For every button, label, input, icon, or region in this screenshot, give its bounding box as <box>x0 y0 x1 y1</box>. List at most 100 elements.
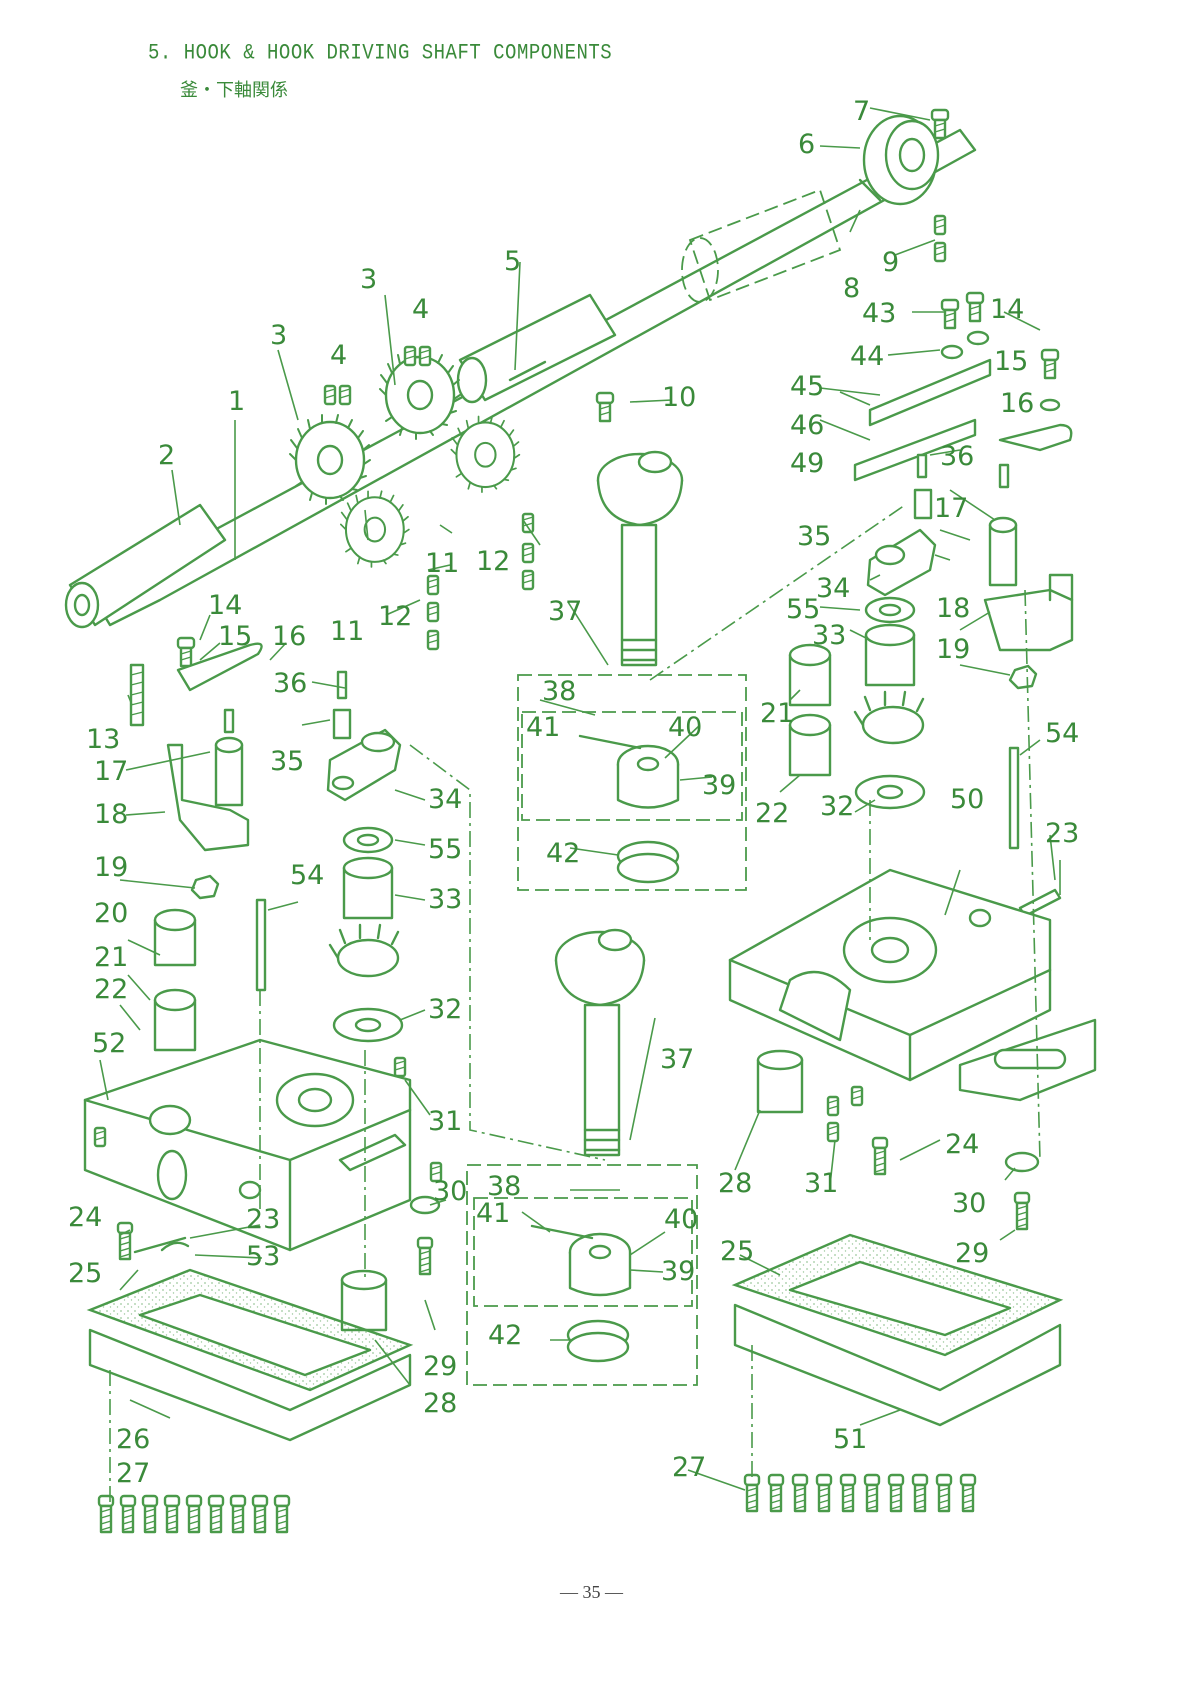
callout-17-right: 17 <box>934 493 968 524</box>
callout-42-upper: 42 <box>546 838 580 869</box>
callout-4-right: 4 <box>412 294 429 325</box>
gear-11-left <box>339 490 410 568</box>
callout-23-right: 23 <box>1045 818 1079 849</box>
callout-53: 53 <box>246 1241 280 1272</box>
spring-plate-16-left <box>176 642 263 692</box>
callout-27-left: 27 <box>116 1458 150 1489</box>
callout-3-right: 3 <box>360 264 377 295</box>
callout-28-right: 28 <box>718 1168 752 1199</box>
callout-44: 44 <box>850 341 884 372</box>
hook-assembly-lower <box>554 928 646 1157</box>
hook-detail-box-upper <box>517 674 747 891</box>
callout-29-right: 29 <box>955 1238 989 1269</box>
callout-1: 1 <box>228 386 245 417</box>
gasket-25-right <box>731 1233 1064 1357</box>
hook-base-housing-right <box>728 868 1097 1102</box>
callout-38-upper: 38 <box>542 676 576 707</box>
callout-11-left: 11 <box>330 616 364 647</box>
callout-24-left: 24 <box>68 1202 102 1233</box>
callout-21-right: 21 <box>760 698 794 729</box>
callout-15-right: 15 <box>994 346 1028 377</box>
callout-30-left: 30 <box>433 1176 467 1207</box>
hook-detail-box-lower <box>466 1164 698 1386</box>
callout-40-upper: 40 <box>668 712 702 743</box>
callout-12-left: 12 <box>378 601 412 632</box>
callout-12-right: 12 <box>476 546 510 577</box>
callout-10: 10 <box>662 382 696 413</box>
callout-26: 26 <box>116 1424 150 1455</box>
callout-19-right: 19 <box>936 634 970 665</box>
callout-35-left: 35 <box>270 746 304 777</box>
callout-32-right: 32 <box>820 791 854 822</box>
callout-2: 2 <box>158 440 175 471</box>
callout-41-lower: 41 <box>476 1198 510 1229</box>
callout-50: 50 <box>950 784 984 815</box>
callout-37-lower: 37 <box>660 1044 694 1075</box>
callout-16-right: 16 <box>1000 388 1034 419</box>
callout-24-right: 24 <box>945 1129 979 1160</box>
callout-21-left: 21 <box>94 942 128 973</box>
hook-base-housing-left <box>83 1038 412 1252</box>
callout-18-right: 18 <box>936 593 970 624</box>
callout-55-right: 55 <box>786 594 820 625</box>
callout-22-left: 22 <box>94 974 128 1005</box>
callout-25-left: 25 <box>68 1258 102 1289</box>
callout-39-lower: 39 <box>661 1256 695 1287</box>
callout-6: 6 <box>798 129 815 160</box>
callout-19-left: 19 <box>94 852 128 883</box>
callout-42-lower: 42 <box>488 1320 522 1351</box>
callout-46: 46 <box>790 410 824 441</box>
callout-33-left: 33 <box>428 884 462 915</box>
callout-41-upper: 41 <box>526 712 560 743</box>
callout-52: 52 <box>92 1028 126 1059</box>
callout-51: 51 <box>833 1424 867 1455</box>
callout-8: 8 <box>843 273 860 304</box>
callout-54-right: 54 <box>1045 718 1079 749</box>
gasket-25-left <box>86 1268 414 1392</box>
callout-30-right: 30 <box>952 1188 986 1219</box>
page-number: — 35 — <box>560 1582 623 1602</box>
callout-54-left: 54 <box>290 860 324 891</box>
callout-29-left: 29 <box>423 1351 457 1382</box>
callout-49: 49 <box>790 448 824 479</box>
callout-43: 43 <box>862 298 896 329</box>
page-subtitle-japanese: 釜・下軸関係 <box>180 80 288 101</box>
callout-40-lower: 40 <box>664 1204 698 1235</box>
hook-assembly-upper <box>596 450 684 667</box>
callout-31-left: 31 <box>428 1106 462 1137</box>
callout-27-right: 27 <box>672 1452 706 1483</box>
callout-3-left: 3 <box>270 320 287 351</box>
callout-55-left: 55 <box>428 834 462 865</box>
callout-16-left: 16 <box>272 621 306 652</box>
callout-25-right: 25 <box>720 1236 754 1267</box>
callout-22-right: 22 <box>755 798 789 829</box>
callout-13: 13 <box>86 724 120 755</box>
bolt-24-left <box>116 1221 134 1261</box>
callout-31-right: 31 <box>804 1168 838 1199</box>
callout-35-right: 35 <box>797 521 831 552</box>
callout-23-left: 23 <box>246 1204 280 1235</box>
cover-plate-51-right <box>733 1303 1062 1427</box>
callout-7: 7 <box>853 96 870 127</box>
page-title: 5. HOOK & HOOK DRIVING SHAFT COMPONENTS <box>148 40 613 66</box>
callout-9: 9 <box>882 247 899 278</box>
callout-37-upper: 37 <box>548 596 582 627</box>
callout-34-right: 34 <box>816 573 850 604</box>
callout-17-left: 17 <box>94 756 128 787</box>
callout-14-right: 14 <box>990 294 1024 325</box>
callout-4-left: 4 <box>330 340 347 371</box>
callout-28-left: 28 <box>423 1388 457 1419</box>
hook-driving-shaft <box>64 114 977 629</box>
callout-33-right: 33 <box>812 620 846 651</box>
callout-38-lower: 38 <box>487 1171 521 1202</box>
callout-36-left: 36 <box>273 668 307 699</box>
callout-5: 5 <box>504 246 521 277</box>
plate-46 <box>853 418 977 482</box>
callout-45: 45 <box>790 371 824 402</box>
callout-39-upper: 39 <box>702 770 736 801</box>
callout-20: 20 <box>94 898 128 929</box>
bracket-18-left <box>166 743 250 852</box>
bracket-18-right <box>983 588 1074 652</box>
